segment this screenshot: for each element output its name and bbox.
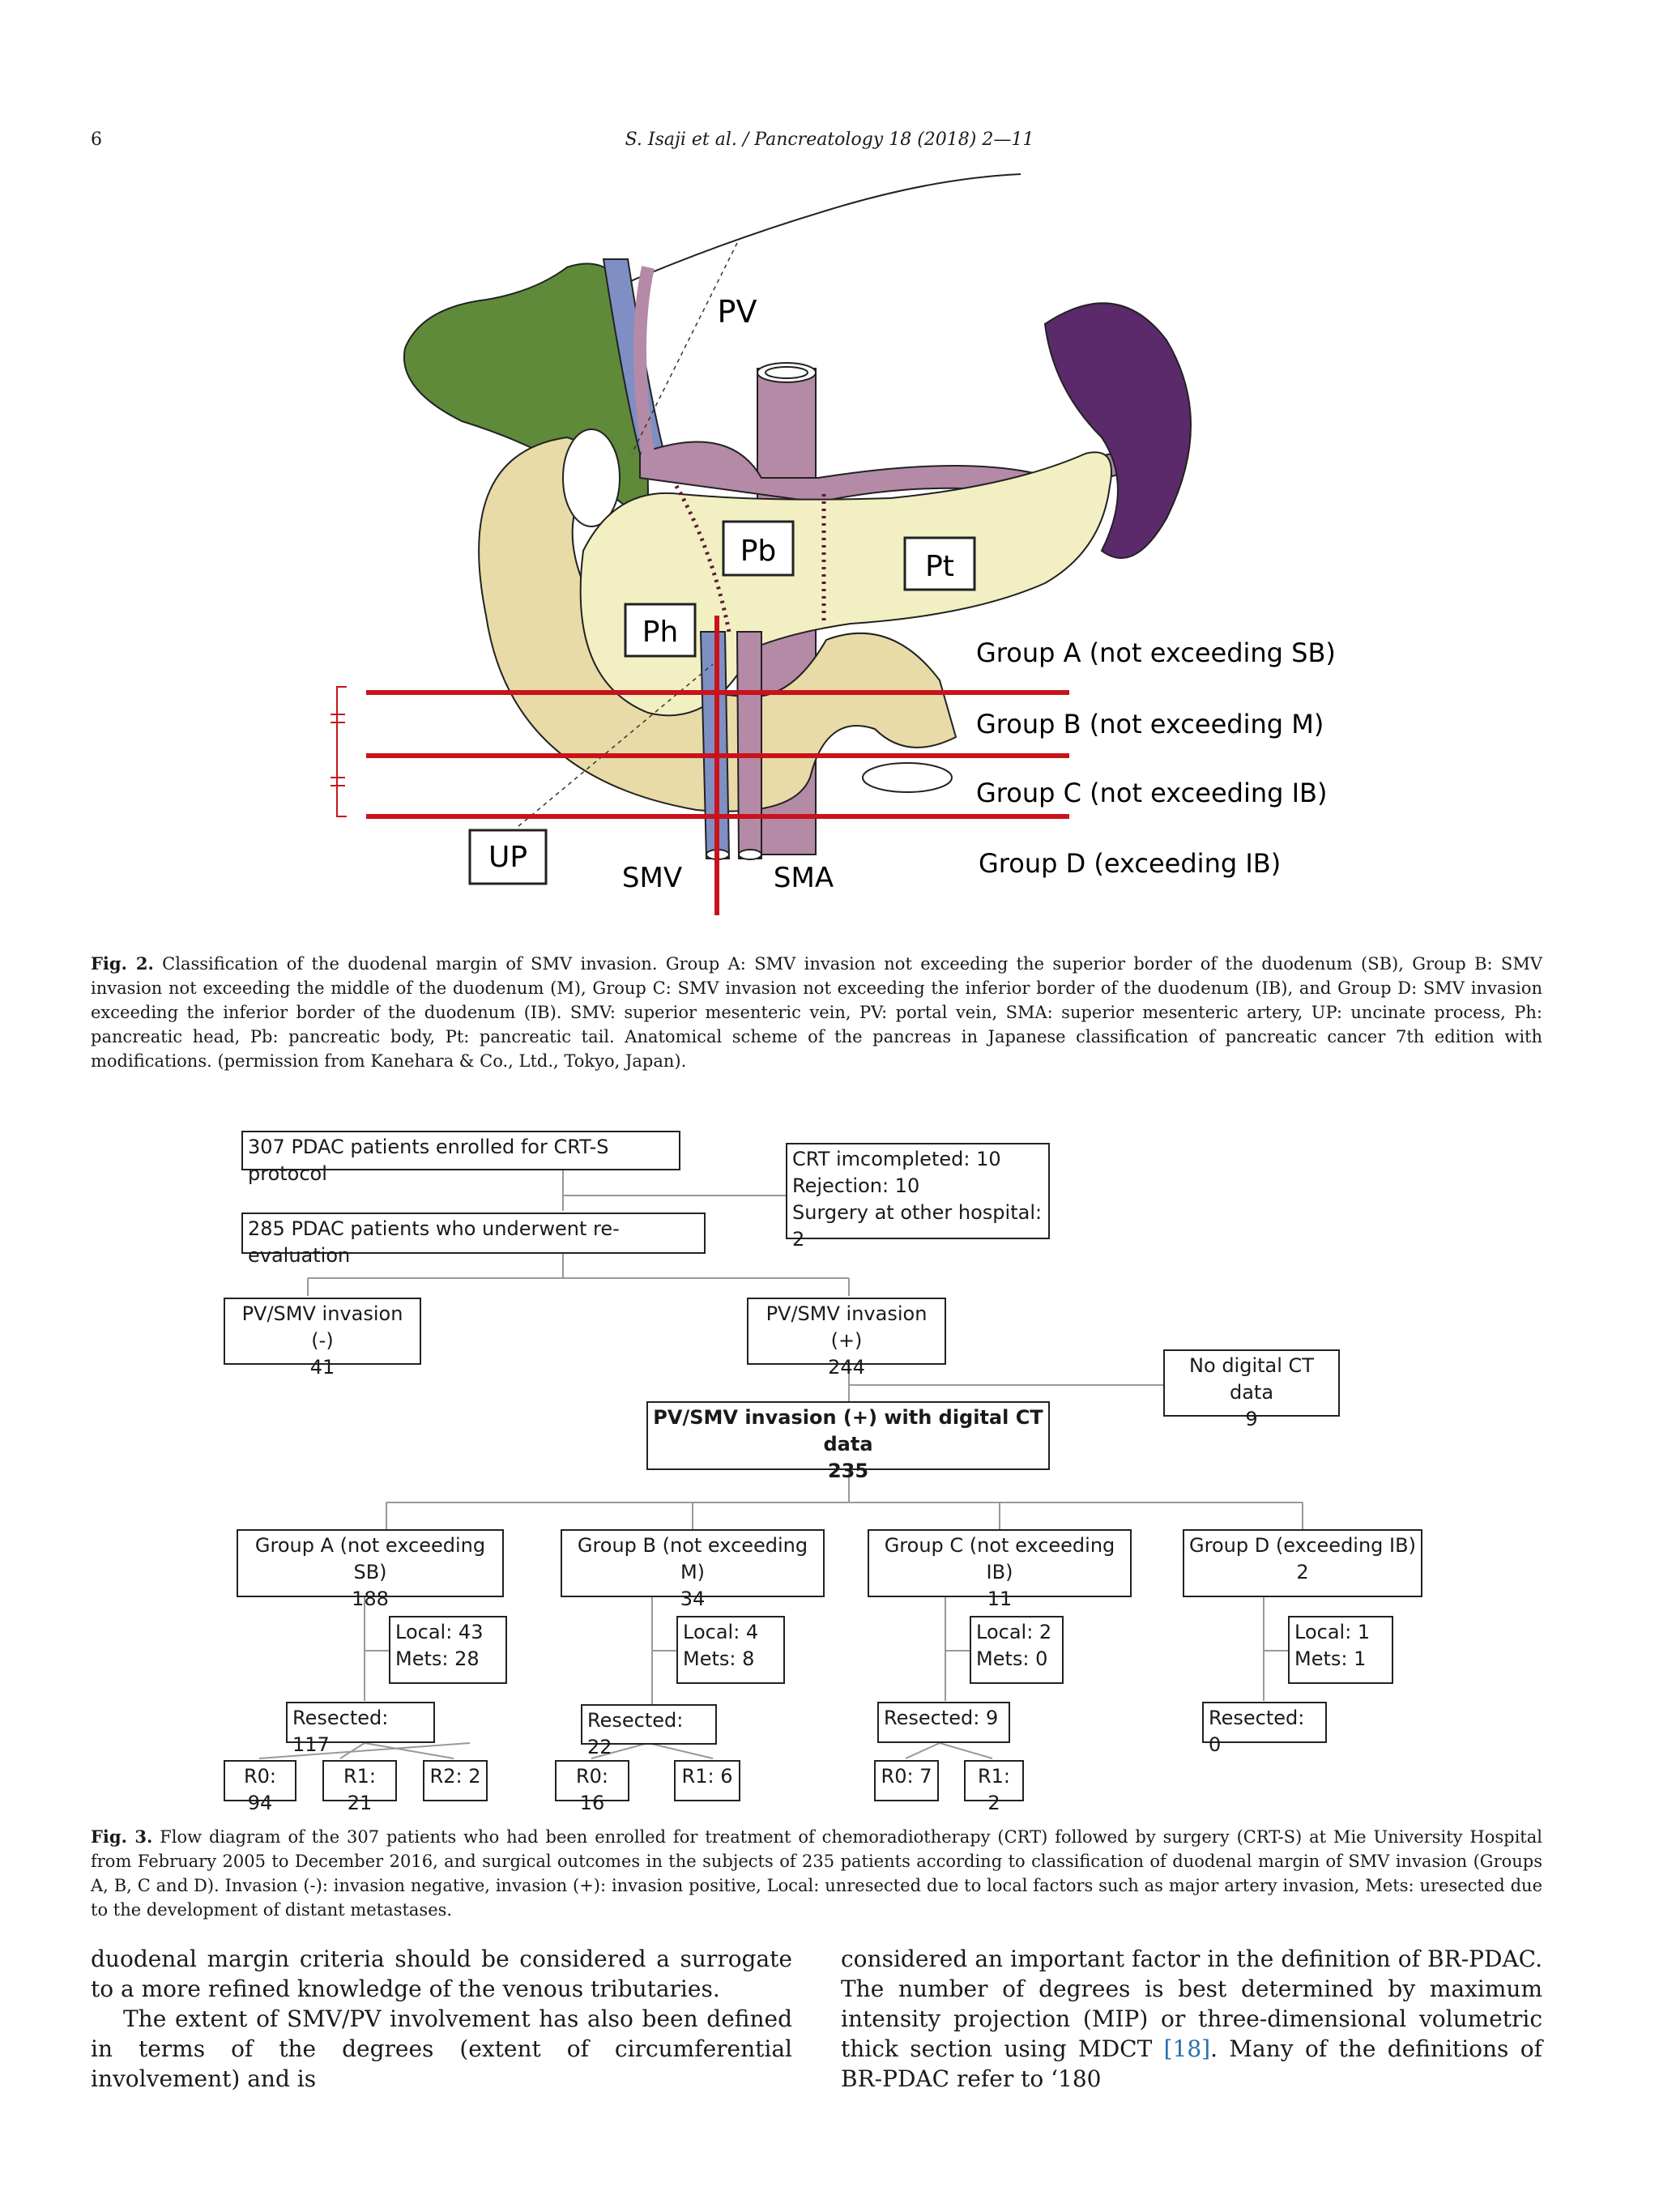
- body-paragraph: considered an important factor in the de…: [841, 1946, 1542, 2062]
- group-d-resected-box: Resected: 0: [1202, 1702, 1327, 1756]
- digital-label: PV/SMV invasion (+) with digital CT data: [653, 1406, 1043, 1455]
- group-a-label: Group A (not exceeding SB): [976, 637, 1336, 668]
- group-b-resected-box: Resected: 22: [581, 1704, 717, 1758]
- pt-label-box: [903, 536, 976, 591]
- group-label: Group D (exceeding IB): [1189, 1534, 1416, 1557]
- group-a-box: Group A (not exceeding SB) 188: [237, 1529, 504, 1610]
- flow-digital-box: PV/SMV invasion (+) with digital CT data…: [646, 1401, 1050, 1482]
- group-a-r1-box: R1: 21: [322, 1760, 397, 1814]
- group-label: Group B (not exceeding M): [577, 1534, 808, 1583]
- group-c-r0-box: R0: 7: [874, 1760, 939, 1801]
- group-b-r1-box: R1: 6: [674, 1760, 740, 1801]
- page-number: 6: [91, 130, 102, 150]
- local-count: Local: 43: [395, 1621, 484, 1643]
- group-d-label: Group D (exceeding IB): [979, 848, 1281, 879]
- group-c-label: Group C (not exceeding IB): [976, 778, 1327, 808]
- mets-count: Mets: 8: [683, 1647, 755, 1670]
- group-a-resected-box: Resected: 117: [286, 1702, 435, 1756]
- fig2-caption-text: Classification of the duodenal margin of…: [91, 954, 1542, 1071]
- group-label: Group C (not exceeding IB): [884, 1534, 1115, 1583]
- excluded-item: Rejection: 10: [792, 1174, 920, 1197]
- ph-label: Ph: [642, 616, 679, 649]
- spleen-shape: [1043, 302, 1192, 559]
- body-left-column: duodenal margin criteria should be consi…: [91, 1944, 792, 2094]
- body-right-column: considered an important factor in the de…: [841, 1944, 1542, 2094]
- sma-shape: [736, 631, 762, 859]
- group-a-unresected-box: Local: 43 Mets: 28: [389, 1616, 507, 1684]
- pt-label: Pt: [925, 550, 954, 583]
- up-label-box: [468, 829, 548, 885]
- group-label: Group A (not exceeding SB): [254, 1534, 486, 1583]
- nodigital-count: 9: [1245, 1408, 1258, 1430]
- smv-label: SMV: [622, 862, 682, 894]
- group-c-unresected-box: Local: 2 Mets: 0: [970, 1616, 1064, 1684]
- local-count: Local: 2: [976, 1621, 1052, 1643]
- fig2-caption-label: Fig. 2.: [91, 953, 154, 974]
- group-count: 2: [1296, 1561, 1309, 1583]
- group-count: 34: [680, 1588, 706, 1610]
- group-c-r1-box: R1: 2: [964, 1760, 1024, 1814]
- group-c-box: Group C (not exceeding IB) 11: [868, 1529, 1132, 1610]
- group-a-r2-box: R2: 2: [423, 1760, 488, 1801]
- ph-label-box: [624, 603, 697, 658]
- mets-count: Mets: 1: [1294, 1647, 1367, 1670]
- fig3-caption-label: Fig. 3.: [91, 1826, 153, 1847]
- group-d-box: Group D (exceeding IB) 2: [1183, 1529, 1422, 1597]
- body-paragraph: The extent of SMV/PV involvement has als…: [91, 2005, 792, 2092]
- red-bracket: [331, 686, 347, 817]
- fig2-caption: Fig. 2. Classification of the duodenal m…: [91, 952, 1542, 1073]
- fig3-caption-text: Flow diagram of the 307 patients who had…: [91, 1827, 1542, 1920]
- flow-excluded-box: CRT imcompleted: 10 Rejection: 10 Surger…: [786, 1143, 1050, 1251]
- nodigital-label: No digital CT data: [1189, 1354, 1314, 1404]
- digital-count: 235: [827, 1460, 869, 1482]
- running-head: S. Isaji et al. / Pancreatology 18 (2018…: [625, 130, 1034, 150]
- body-paragraph: duodenal margin criteria should be consi…: [91, 1946, 792, 2002]
- group-b-box: Group B (not exceeding M) 34: [561, 1529, 825, 1610]
- group-b-r0-box: R0: 16: [555, 1760, 629, 1814]
- group-count: 11: [987, 1588, 1013, 1610]
- neg-count: 41: [309, 1356, 335, 1379]
- flow-reeval-box: 285 PDAC patients who underwent re-evalu…: [241, 1213, 706, 1267]
- flow-nodigital-box: No digital CT data 9: [1163, 1349, 1340, 1430]
- flow-enrolled-box: 307 PDAC patients enrolled for CRT-S pro…: [241, 1131, 680, 1185]
- body-paragraph-end: . Many of the definitions of BR-PDAC ref…: [841, 2035, 1542, 2092]
- group-count: 188: [352, 1588, 389, 1610]
- pb-label: Pb: [740, 535, 777, 568]
- fig3-caption: Fig. 3. Flow diagram of the 307 patients…: [91, 1825, 1542, 1922]
- excluded-item: CRT imcompleted: 10: [792, 1148, 1001, 1170]
- pos-label: PV/SMV invasion (+): [766, 1302, 928, 1352]
- pos-count: 244: [828, 1356, 865, 1379]
- mets-count: Mets: 28: [395, 1647, 480, 1670]
- pv-label: PV: [718, 294, 757, 330]
- neg-label: PV/SMV invasion (-): [241, 1302, 403, 1352]
- up-label: UP: [488, 841, 527, 874]
- group-c-resected-box: Resected: 9: [877, 1702, 1010, 1743]
- group-b-unresected-box: Local: 4 Mets: 8: [676, 1616, 785, 1684]
- excluded-item: Surgery at other hospital: 2: [792, 1201, 1043, 1251]
- flow-pos-box: PV/SMV invasion (+) 244: [747, 1298, 946, 1379]
- flow-neg-box: PV/SMV invasion (-) 41: [224, 1298, 421, 1379]
- fig3-connectors: [258, 1170, 1303, 1759]
- pb-label-box: [722, 520, 795, 577]
- citation-link[interactable]: [18]: [1163, 2035, 1211, 2062]
- mets-count: Mets: 0: [976, 1647, 1048, 1670]
- local-count: Local: 1: [1294, 1621, 1371, 1643]
- group-b-label: Group B (not exceeding M): [976, 709, 1324, 739]
- group-d-unresected-box: Local: 1 Mets: 1: [1288, 1616, 1393, 1684]
- local-count: Local: 4: [683, 1621, 759, 1643]
- group-a-r0-box: R0: 94: [224, 1760, 296, 1814]
- fig2-illustration: PV Pb Pt Ph UP SMV SMA Group A (not exce…: [331, 173, 1336, 915]
- sma-label: SMA: [774, 862, 834, 894]
